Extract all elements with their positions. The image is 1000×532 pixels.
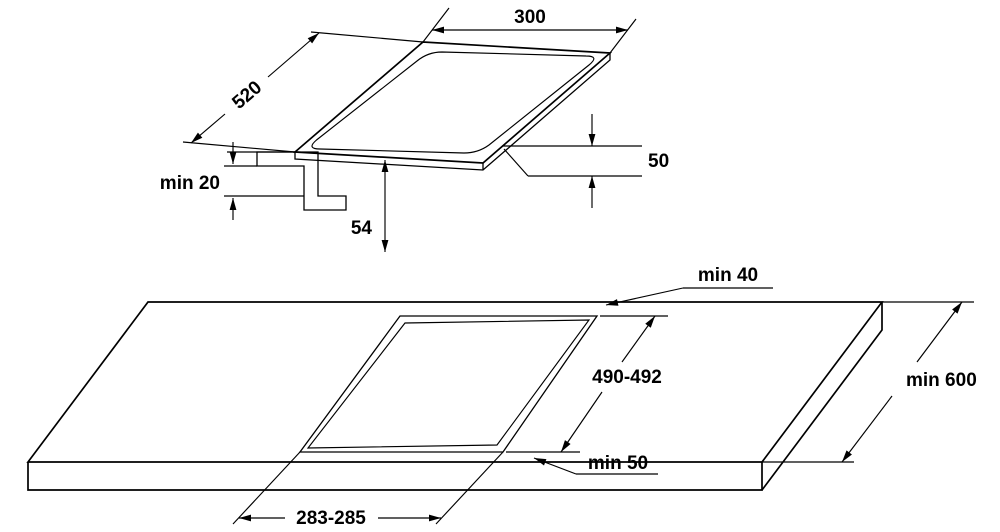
hob-glass-inner (311, 51, 595, 154)
cutout-length-label: 490-492 (592, 367, 662, 388)
rear-distance-dimension: min 40 (605, 265, 773, 306)
leader-arrow (605, 287, 684, 306)
extension-line (609, 18, 637, 54)
worktop-front-face (27, 462, 763, 491)
hob-body-height-dimension: 54 (351, 160, 389, 252)
cutout-width-label: 283-285 (296, 508, 366, 529)
worktop-section-bracket (256, 151, 347, 211)
worktop-depth-label: min 600 (906, 370, 977, 391)
front-distance-dimension: min 50 (533, 453, 658, 475)
hob-body-edge (503, 148, 529, 177)
dimension-line (916, 301, 963, 363)
extension-line (310, 31, 424, 43)
dimension-line (841, 395, 893, 463)
cutout-length-dimension: 490-492 (506, 315, 668, 453)
front-distance-label: min 50 (588, 453, 648, 474)
hob-width-dimension: 300 (422, 7, 637, 54)
hob-height-label: 50 (648, 151, 669, 172)
dimension-line (560, 391, 603, 453)
cutout-inner-edge (306, 319, 591, 449)
cutout-width-dimension: 283-285 (232, 451, 504, 529)
extension-line (182, 141, 296, 153)
dimension-line (190, 113, 226, 144)
worktop-depth-dimension: min 600 (762, 301, 977, 463)
hob-depth-label: 520 (228, 77, 266, 114)
worktop-bottom-view: min 40 490-492 min 600 min 50 (26, 265, 977, 529)
hob-height-dimension: 50 (502, 114, 669, 208)
leader-arrow (533, 457, 577, 475)
extension-line (232, 451, 301, 525)
hob-glass-thickness (294, 53, 611, 171)
hob-width-label: 300 (514, 7, 546, 28)
extension-line (435, 451, 504, 525)
hob-top-view: 300 520 50 min 20 54 (160, 7, 669, 252)
min-clearance-dimension: min 20 (160, 142, 304, 220)
hob-depth-dimension: 520 (182, 31, 424, 153)
worktop-slab-top (26, 301, 884, 463)
rear-distance-label: min 40 (698, 265, 758, 286)
dimension-line (267, 32, 320, 78)
hob-body-height-label: 54 (351, 218, 373, 239)
hob-glass-outline (292, 41, 613, 164)
worktop-right-face (761, 302, 883, 491)
min-clearance-label: min 20 (160, 173, 220, 194)
extension-line (422, 7, 450, 43)
dimension-line (621, 315, 656, 363)
cutout-outline (298, 315, 599, 453)
